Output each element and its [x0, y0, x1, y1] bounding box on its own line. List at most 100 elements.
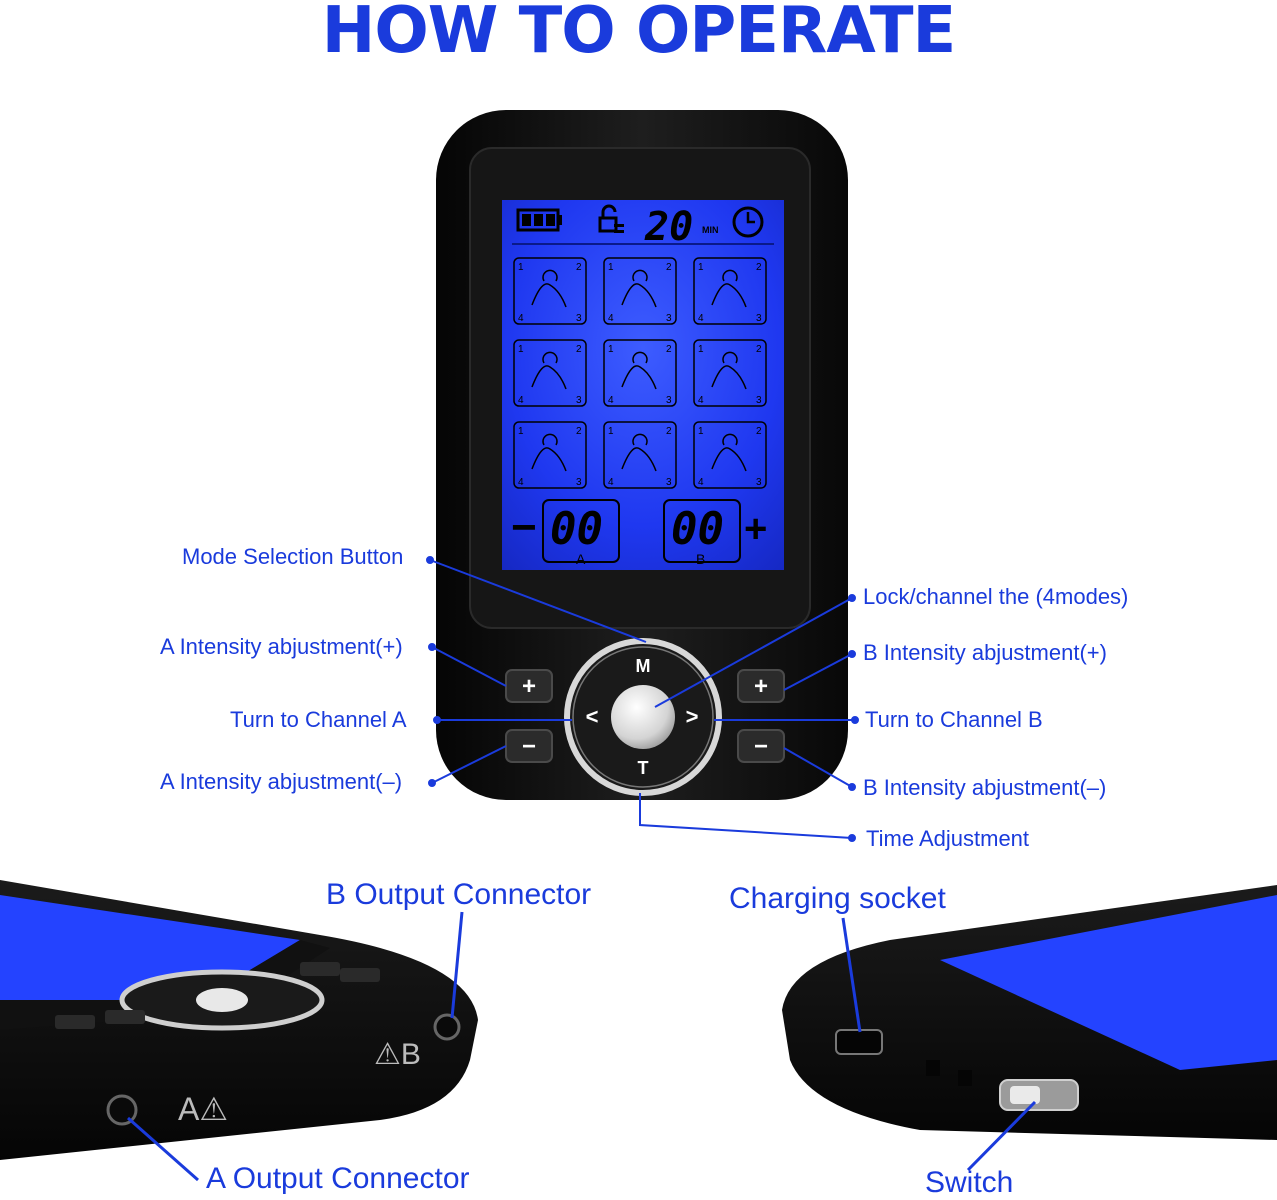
lcd-minus-sign: − [511, 503, 537, 552]
mode-cell-number: 4 [608, 313, 614, 324]
right-callout-lines [841, 917, 1037, 1172]
mode-cell: 1 2 4 3 [603, 421, 677, 489]
svg-text:−: − [754, 733, 768, 760]
charging-socket-label: Charging socket [729, 882, 946, 915]
mode-cell-number: 3 [576, 477, 582, 488]
mode-cell-number: 4 [608, 395, 614, 406]
mode-cell-number: 2 [756, 344, 762, 355]
mode-cell: 1 2 4 3 [513, 421, 587, 489]
channel-b-button[interactable]: > [686, 704, 699, 729]
turn-a-label: Turn to Channel A [230, 707, 407, 732]
body-part-icon [531, 351, 567, 390]
a-minus-label: A Intensity abjustment(–) [160, 769, 403, 794]
right-side-device [782, 885, 1277, 1140]
mode-cell-number: 2 [756, 262, 762, 273]
body-part-icon [531, 269, 567, 308]
mode-cell-number: 3 [756, 313, 762, 324]
mode-button[interactable]: M [636, 656, 651, 676]
lcd-channel-a-letter: A [576, 551, 586, 567]
body-part-icon [711, 351, 747, 390]
mode-cell-number: 4 [698, 477, 704, 488]
mode-cell-number: 1 [608, 426, 614, 437]
lcd-channel-a-value: 00 [550, 504, 603, 555]
mode-cell-number: 4 [608, 477, 614, 488]
body-part-icon [621, 351, 657, 390]
b-plus-button[interactable]: + [737, 669, 785, 703]
lock-label: Lock/channel the (4modes) [863, 584, 1129, 609]
page-title: HOW TO OPERATE [321, 0, 956, 68]
lcd-plus-sign: + [744, 507, 767, 551]
lcd-screen [502, 200, 784, 570]
body-part-icon [621, 433, 657, 472]
mode-cell-number: 4 [518, 477, 524, 488]
mode-cell-number: 3 [756, 477, 762, 488]
b-output-label: B Output Connector [326, 878, 592, 911]
mode-cell-number: 1 [698, 262, 704, 273]
lock-icon [598, 204, 624, 233]
clock-icon [732, 206, 764, 238]
time-button[interactable]: T [638, 758, 649, 778]
a-output-label: A Output Connector [206, 1162, 470, 1195]
body-part-icon [711, 269, 747, 308]
mode-cell: 1 2 4 3 [603, 339, 677, 407]
mode-cell-number: 2 [756, 426, 762, 437]
svg-text:+: + [522, 673, 536, 700]
mode-cell-number: 1 [608, 262, 614, 273]
mode-cell-number: 3 [756, 395, 762, 406]
navigation-ring[interactable]: M T < > [564, 638, 722, 796]
svg-text:+: + [754, 673, 768, 700]
lcd-timer-unit: MIN [702, 225, 719, 235]
mode-cell-number: 3 [576, 395, 582, 406]
left-callout-lines [127, 911, 464, 1182]
mode-cell-number: 1 [518, 344, 524, 355]
mode-cell-number: 3 [666, 477, 672, 488]
mode-cell-number: 2 [576, 344, 582, 355]
callout-lines [426, 556, 859, 842]
mode-cell: 1 2 4 3 [603, 257, 677, 325]
mode-cell-number: 4 [518, 313, 524, 324]
body-part-icon [621, 269, 657, 308]
turn-b-label: Turn to Channel B [865, 707, 1043, 732]
b-output-jack [433, 1013, 461, 1041]
b-plus-label: B Intensity abjustment(+) [863, 640, 1107, 665]
lcd-channel-b-letter: B [696, 551, 705, 567]
mode-cell-number: 4 [518, 395, 524, 406]
mode-cell-number: 2 [666, 344, 672, 355]
mode-cell: 1 2 4 3 [693, 257, 767, 325]
mode-cell-number: 4 [698, 313, 704, 324]
mode-cell-number: 1 [698, 344, 704, 355]
body-part-icon [711, 433, 747, 472]
b-marking: ⚠B [374, 1038, 421, 1071]
mode-selection-label: Mode Selection Button [182, 544, 404, 569]
left-side-device: A⚠ ⚠B [0, 880, 478, 1160]
mode-cell-number: 2 [576, 426, 582, 437]
switch-label: Switch [925, 1166, 1014, 1199]
a-plus-label: A Intensity abjustment(+) [160, 634, 403, 659]
mode-cell-number: 4 [698, 395, 704, 406]
mode-cell-number: 1 [518, 262, 524, 273]
a-plus-button[interactable]: + [505, 669, 553, 703]
lock-center-button[interactable] [611, 685, 675, 749]
a-marking: A⚠ [178, 1091, 228, 1127]
mode-cell-number: 3 [666, 313, 672, 324]
time-adjustment-label: Time Adjustment [866, 826, 1030, 851]
lcd-timer: 20 [644, 204, 693, 250]
a-minus-button[interactable]: − [505, 729, 553, 763]
mode-cell-number: 2 [666, 426, 672, 437]
mode-cell-number: 1 [608, 344, 614, 355]
b-minus-label: B Intensity abjustment(–) [863, 775, 1107, 800]
b-minus-button[interactable]: − [737, 729, 785, 763]
mode-cell-number: 2 [666, 262, 672, 273]
channel-a-button[interactable]: < [586, 704, 599, 729]
body-part-icon [531, 433, 567, 472]
lcd-channel-b-value: 00 [671, 504, 724, 555]
mode-cell-number: 3 [666, 395, 672, 406]
mode-cell-number: 2 [576, 262, 582, 273]
svg-text:−: − [522, 733, 536, 760]
mode-cell-number: 1 [518, 426, 524, 437]
mode-cell: 1 2 4 3 [693, 339, 767, 407]
